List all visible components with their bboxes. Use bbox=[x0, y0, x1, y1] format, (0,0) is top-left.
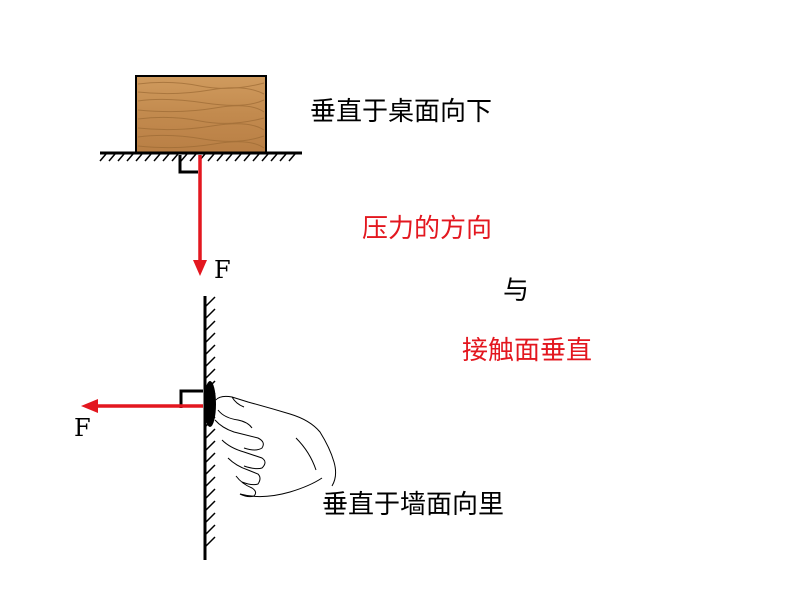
force-arrow-left bbox=[81, 399, 203, 413]
table-hatch-mark bbox=[108, 153, 116, 162]
pressure-direction-label: 压力的方向 bbox=[362, 214, 493, 244]
wall-hatch-mark bbox=[205, 488, 216, 499]
wall-hatch-mark bbox=[205, 440, 216, 451]
wall-hatch-mark bbox=[205, 344, 216, 355]
wall-hatch-mark bbox=[205, 356, 216, 367]
wall-hatch-mark bbox=[205, 464, 216, 475]
pushpin-head bbox=[204, 381, 216, 427]
wall-hatch-mark bbox=[205, 308, 216, 319]
wall-hatch-mark bbox=[205, 428, 216, 439]
table-hatch-mark bbox=[153, 153, 161, 162]
table-hatch-mark bbox=[144, 153, 152, 162]
table-hatch-mark bbox=[180, 153, 188, 162]
wall-hatch-mark bbox=[205, 296, 216, 307]
wall-hatch-mark bbox=[205, 536, 216, 547]
table-hatch-mark bbox=[126, 153, 134, 162]
wall-hatch-mark bbox=[205, 452, 216, 463]
table-hatch-mark bbox=[252, 153, 260, 162]
wall-hatch-mark bbox=[205, 500, 216, 511]
table-hatch-mark bbox=[270, 153, 278, 162]
table-hatch-mark bbox=[171, 153, 179, 162]
wall-hatch-mark bbox=[205, 332, 216, 343]
table-hatch-mark bbox=[216, 153, 224, 162]
force-arrow-down bbox=[193, 155, 207, 276]
right-angle-marker-wall bbox=[179, 389, 203, 408]
force-label-left: F bbox=[74, 414, 91, 442]
table-direction-label: 垂直于桌面向下 bbox=[310, 97, 493, 127]
wooden-block bbox=[135, 75, 267, 154]
table-hatch-mark bbox=[279, 153, 287, 162]
table-hatch-mark bbox=[117, 153, 125, 162]
wall-hatch-mark bbox=[205, 320, 216, 331]
force-label-top: F bbox=[214, 256, 231, 284]
table-hatch-mark bbox=[288, 153, 296, 162]
table-hatch-mark bbox=[225, 153, 233, 162]
hand-drawing bbox=[214, 395, 337, 498]
wall-hatch-mark bbox=[205, 512, 216, 523]
table-hatch-mark bbox=[234, 153, 242, 162]
wall-direction-label: 垂直于墙面向里 bbox=[322, 490, 505, 520]
and-label: 与 bbox=[503, 276, 530, 306]
table-hatch-mark bbox=[135, 153, 143, 162]
table-hatch-mark bbox=[99, 153, 107, 162]
right-angle-marker-table bbox=[178, 155, 198, 174]
wall-hatch-mark bbox=[205, 368, 216, 379]
wall-hatch-mark bbox=[205, 524, 216, 535]
table-hatch-mark bbox=[243, 153, 251, 162]
table-hatch-mark bbox=[189, 153, 197, 162]
wall-surface bbox=[203, 296, 216, 560]
table-surface bbox=[99, 151, 302, 162]
table-hatch-mark bbox=[207, 153, 215, 162]
wall-hatch-mark bbox=[205, 476, 216, 487]
table-hatch-mark bbox=[261, 153, 269, 162]
contact-surface-label: 接触面垂直 bbox=[462, 336, 593, 366]
table-hatch-mark bbox=[162, 153, 170, 162]
